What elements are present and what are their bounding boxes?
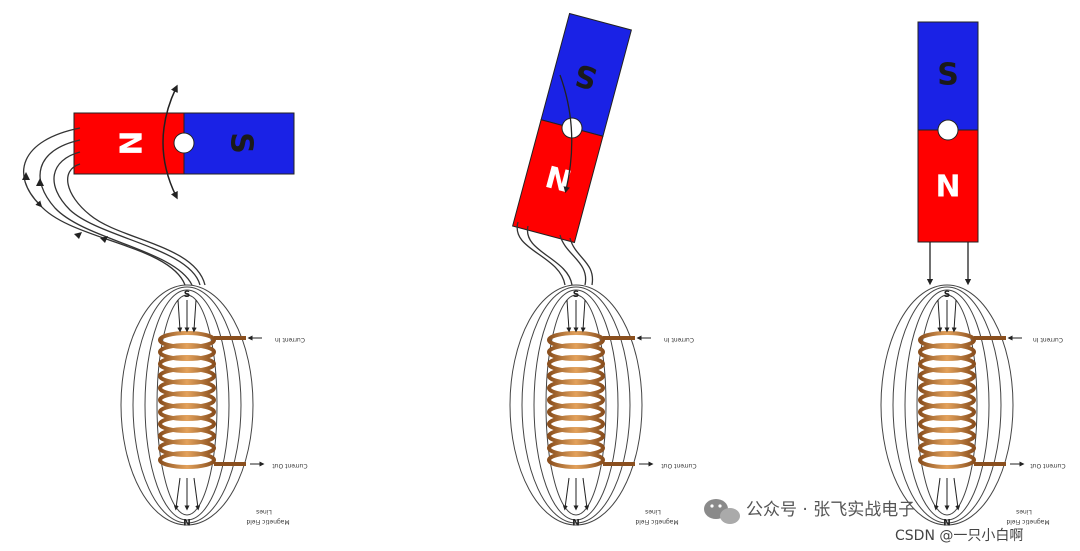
wechat-icon — [704, 499, 740, 524]
csdn-credit-text: CSDN @一只小白啊 — [895, 528, 1023, 544]
current-out-label: Current Out — [272, 462, 308, 469]
field-label-1: Magnetic Field — [635, 518, 678, 525]
field-label-2: Lines — [645, 508, 661, 515]
bar-magnet-tilted: S N — [512, 12, 632, 244]
solenoid-coil-2: S N Current In Current Out Magnetic Fiel… — [509, 284, 697, 526]
magnet-south-label: S — [937, 58, 959, 93]
magnet-south-label: S — [224, 132, 259, 154]
panel-3: S N — [880, 21, 1066, 526]
current-in-label: Current In — [1033, 336, 1063, 343]
field-label-2: Lines — [1016, 508, 1032, 515]
magnet-north-label: N — [112, 130, 147, 155]
current-in-label: Current In — [664, 336, 694, 343]
current-out-label: Current Out — [661, 462, 697, 469]
bar-magnet-horizontal: N S — [73, 112, 295, 175]
magnet-to-coil-field-lines — [516, 221, 594, 286]
bar-magnet-vertical: S N — [917, 21, 979, 243]
coil-bottom-pole: N — [943, 516, 951, 526]
coil-top-pole: S — [944, 290, 950, 300]
panel-1: N S — [22, 84, 308, 526]
panel-2: S N — [509, 12, 697, 526]
coil-top-pole: S — [573, 290, 579, 300]
coil-bottom-pole: N — [183, 516, 191, 526]
coil-top-pole: S — [184, 290, 190, 300]
rotation-arrow — [559, 74, 573, 194]
magnet-north-label: N — [935, 170, 960, 205]
current-out-label: Current Out — [1030, 462, 1066, 469]
wechat-account-text: 公众号 · 张飞实战电子 — [746, 500, 915, 520]
solenoid-coil-3: S N Current In Current Out Magnetic Fiel… — [880, 284, 1066, 526]
solenoid-coil-1: S N Current In Current Out Magnetic Fiel… — [120, 284, 308, 526]
field-label-1: Magnetic Field — [246, 518, 289, 525]
watermark: 公众号 · 张飞实战电子 CSDN @一只小白啊 — [704, 499, 1023, 544]
field-label-1: Magnetic Field — [1006, 518, 1049, 525]
magnet-to-coil-field-lines — [926, 242, 972, 286]
field-arrows-panel-1 — [22, 172, 108, 243]
field-label-2: Lines — [256, 508, 272, 515]
rotation-arrow — [162, 84, 178, 200]
coil-bottom-pole: N — [572, 516, 580, 526]
magnet-to-coil-field-lines — [23, 127, 206, 286]
current-in-label: Current In — [275, 336, 305, 343]
